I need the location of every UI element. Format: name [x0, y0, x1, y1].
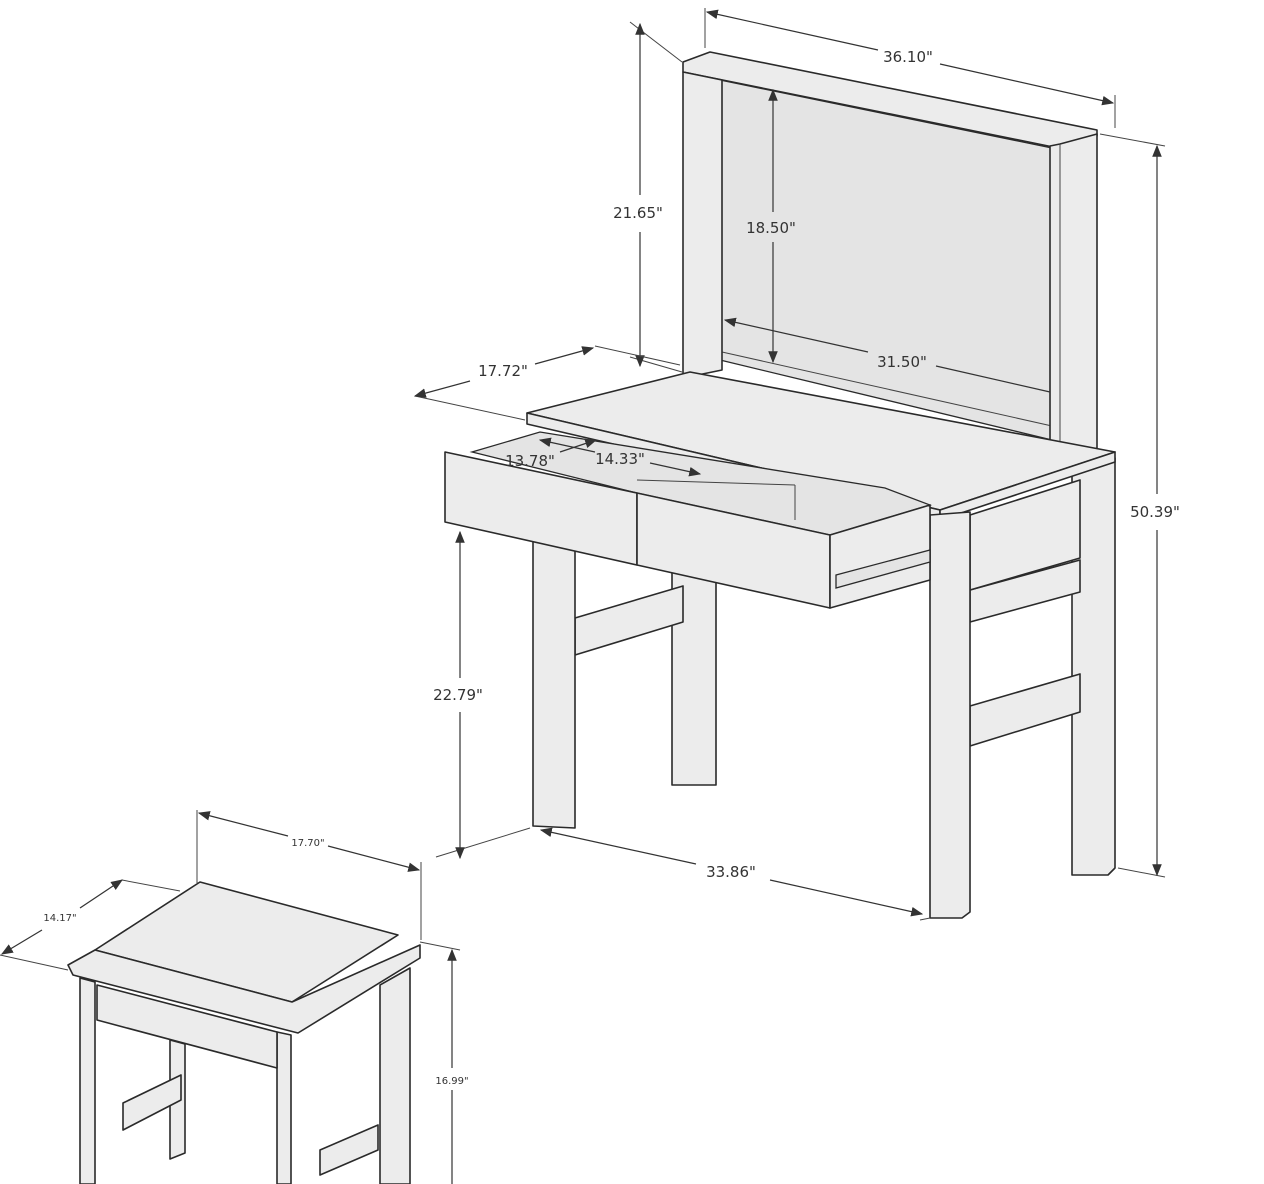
drawer-divider: [636, 479, 796, 486]
label-table-height: 22.79": [433, 686, 483, 704]
dimension-lines: [0, 8, 1166, 1184]
label-total-height: 50.39": [1130, 503, 1180, 521]
label-stool-height: 16.99": [435, 1076, 468, 1087]
front-right-leg: [929, 511, 971, 919]
label-hutch-width: 36.10": [883, 48, 933, 66]
drawer-slide-rail: [835, 549, 931, 589]
dimension-labels: 36.10" 21.65" 18.50" 31.50" 17.72" 13.78…: [43, 48, 1180, 1087]
front-left-leg: [532, 529, 576, 829]
hutch-left-post: [682, 71, 723, 379]
label-table-depth: 17.72": [478, 362, 528, 380]
label-table-width: 33.86": [706, 863, 756, 881]
mirror-bottom-edge: [721, 351, 1053, 427]
label-mirror-height: 18.50": [746, 219, 796, 237]
label-drawer-width: 14.33": [595, 450, 645, 468]
label-stool-depth: 14.17": [43, 913, 76, 924]
left-side-stretcher: [574, 585, 684, 656]
hutch-right-post: [1049, 133, 1098, 461]
stool-back-right-leg: [379, 967, 411, 1184]
vanity-table: [444, 51, 1116, 919]
stool-side-rail: [122, 1074, 182, 1131]
label-stool-width: 17.70": [291, 838, 324, 849]
stool-right-rail: [319, 1124, 379, 1176]
right-lower-stretcher: [969, 673, 1081, 747]
mirror-hutch: [682, 51, 1098, 461]
stool-front-right-leg: [276, 1031, 292, 1184]
label-mirror-width: 31.50": [877, 353, 927, 371]
stool: [67, 881, 421, 1184]
stool-front-left-leg: [79, 977, 96, 1184]
label-hutch-height: 21.65": [613, 204, 663, 222]
stool-apron: [96, 984, 278, 1069]
label-drawer-depth: 13.78": [505, 452, 555, 470]
stool-seat-edge: [67, 944, 421, 1034]
